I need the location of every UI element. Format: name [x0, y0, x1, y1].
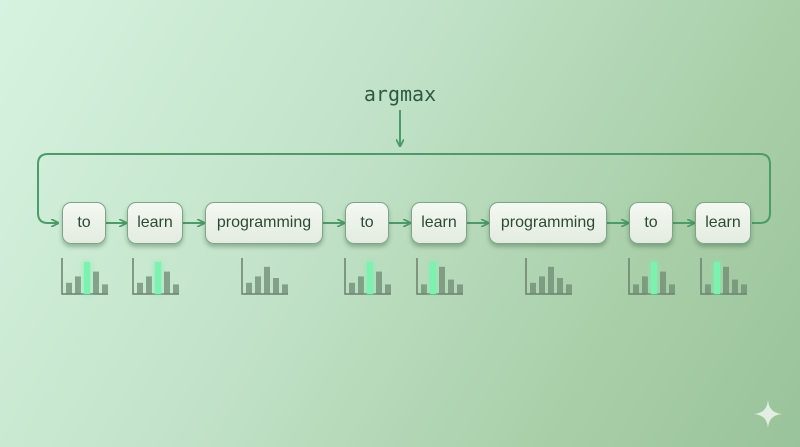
histogram-axis [700, 258, 747, 295]
probability-histogram [700, 258, 747, 295]
probability-bar [358, 276, 364, 294]
sparkle-icon [754, 400, 782, 428]
token-box: to [629, 202, 673, 244]
probability-bar [93, 271, 99, 294]
probability-bar [448, 279, 454, 294]
probability-bar [282, 284, 288, 294]
probability-histogram [344, 258, 391, 295]
histogram-axis [416, 258, 463, 295]
histogram-axis [525, 258, 572, 295]
feedback-loop [37, 153, 771, 223]
histogram-axis [628, 258, 675, 295]
selected-probability-bar [430, 262, 436, 294]
probability-bar [75, 276, 81, 294]
probability-bar [439, 266, 445, 294]
probability-histogram [61, 258, 108, 295]
probability-bar [548, 266, 554, 294]
token-box: to [62, 202, 106, 244]
token-box: learn [127, 202, 183, 244]
probability-bar [642, 276, 648, 294]
probability-histogram [132, 258, 179, 295]
selected-probability-bar [84, 262, 90, 294]
probability-bar [705, 284, 711, 294]
token-box: to [345, 202, 389, 244]
token-box: programming [489, 202, 607, 244]
probability-bar [164, 271, 170, 294]
probability-bar [732, 279, 738, 294]
probability-bar [349, 282, 355, 294]
probability-bar [457, 284, 463, 294]
probability-bar [669, 284, 675, 294]
token-box: programming [205, 202, 323, 244]
probability-histogram [241, 258, 288, 295]
probability-bar [264, 266, 270, 294]
probability-bar [566, 284, 572, 294]
probability-bar [255, 276, 261, 294]
probability-bar [539, 276, 545, 294]
selected-probability-bar [714, 262, 720, 294]
probability-histogram [628, 258, 675, 295]
probability-histograms [61, 258, 747, 295]
probability-bar [273, 278, 279, 294]
selected-probability-bar [155, 262, 161, 294]
token-box: learn [695, 202, 751, 244]
histogram-axis [132, 258, 179, 295]
probability-histogram [525, 258, 572, 295]
probability-bar [557, 278, 563, 294]
histogram-axis [61, 258, 108, 295]
selected-probability-bar [367, 262, 373, 294]
probability-bar [137, 282, 143, 294]
probability-histogram [416, 258, 463, 295]
probability-bar [633, 284, 639, 294]
token-box: learn [411, 202, 467, 244]
probability-bar [66, 282, 72, 294]
probability-bar [741, 284, 747, 294]
histogram-axis [344, 258, 391, 295]
histogram-axis [241, 258, 288, 295]
argmax-label: argmax [363, 82, 437, 106]
probability-bar [173, 284, 179, 294]
probability-bar [385, 284, 391, 294]
probability-bar [376, 271, 382, 294]
probability-bar [102, 284, 108, 294]
probability-bar [660, 271, 666, 294]
probability-bar [421, 284, 427, 294]
probability-bar [246, 282, 252, 294]
probability-bar [146, 276, 152, 294]
probability-bar [530, 282, 536, 294]
probability-bar [723, 266, 729, 294]
selected-probability-bar [651, 262, 657, 294]
